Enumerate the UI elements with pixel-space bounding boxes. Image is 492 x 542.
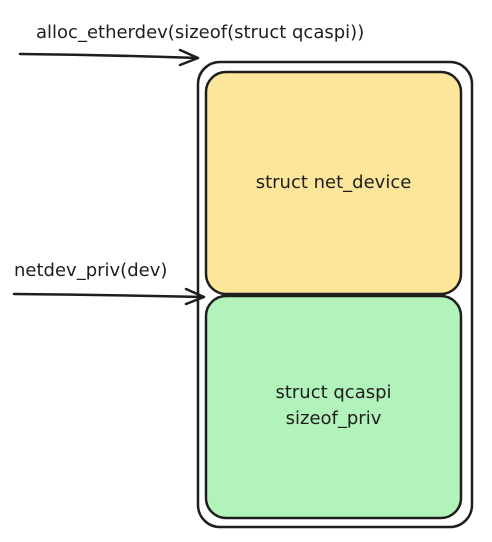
alloc-arrow <box>18 48 200 67</box>
qcaspi-label-line2: sizeof_priv <box>285 408 382 429</box>
priv-call-label: netdev_priv(dev) <box>14 260 168 281</box>
qcaspi-box <box>204 294 463 520</box>
net-device-label: struct net_device <box>255 172 412 193</box>
qcaspi-label-line1: struct qcaspi <box>275 382 392 403</box>
net-device-box <box>204 70 463 296</box>
priv-arrow <box>12 287 206 306</box>
alloc-call-label: alloc_etherdev(sizeof(struct qcaspi)) <box>36 22 365 43</box>
